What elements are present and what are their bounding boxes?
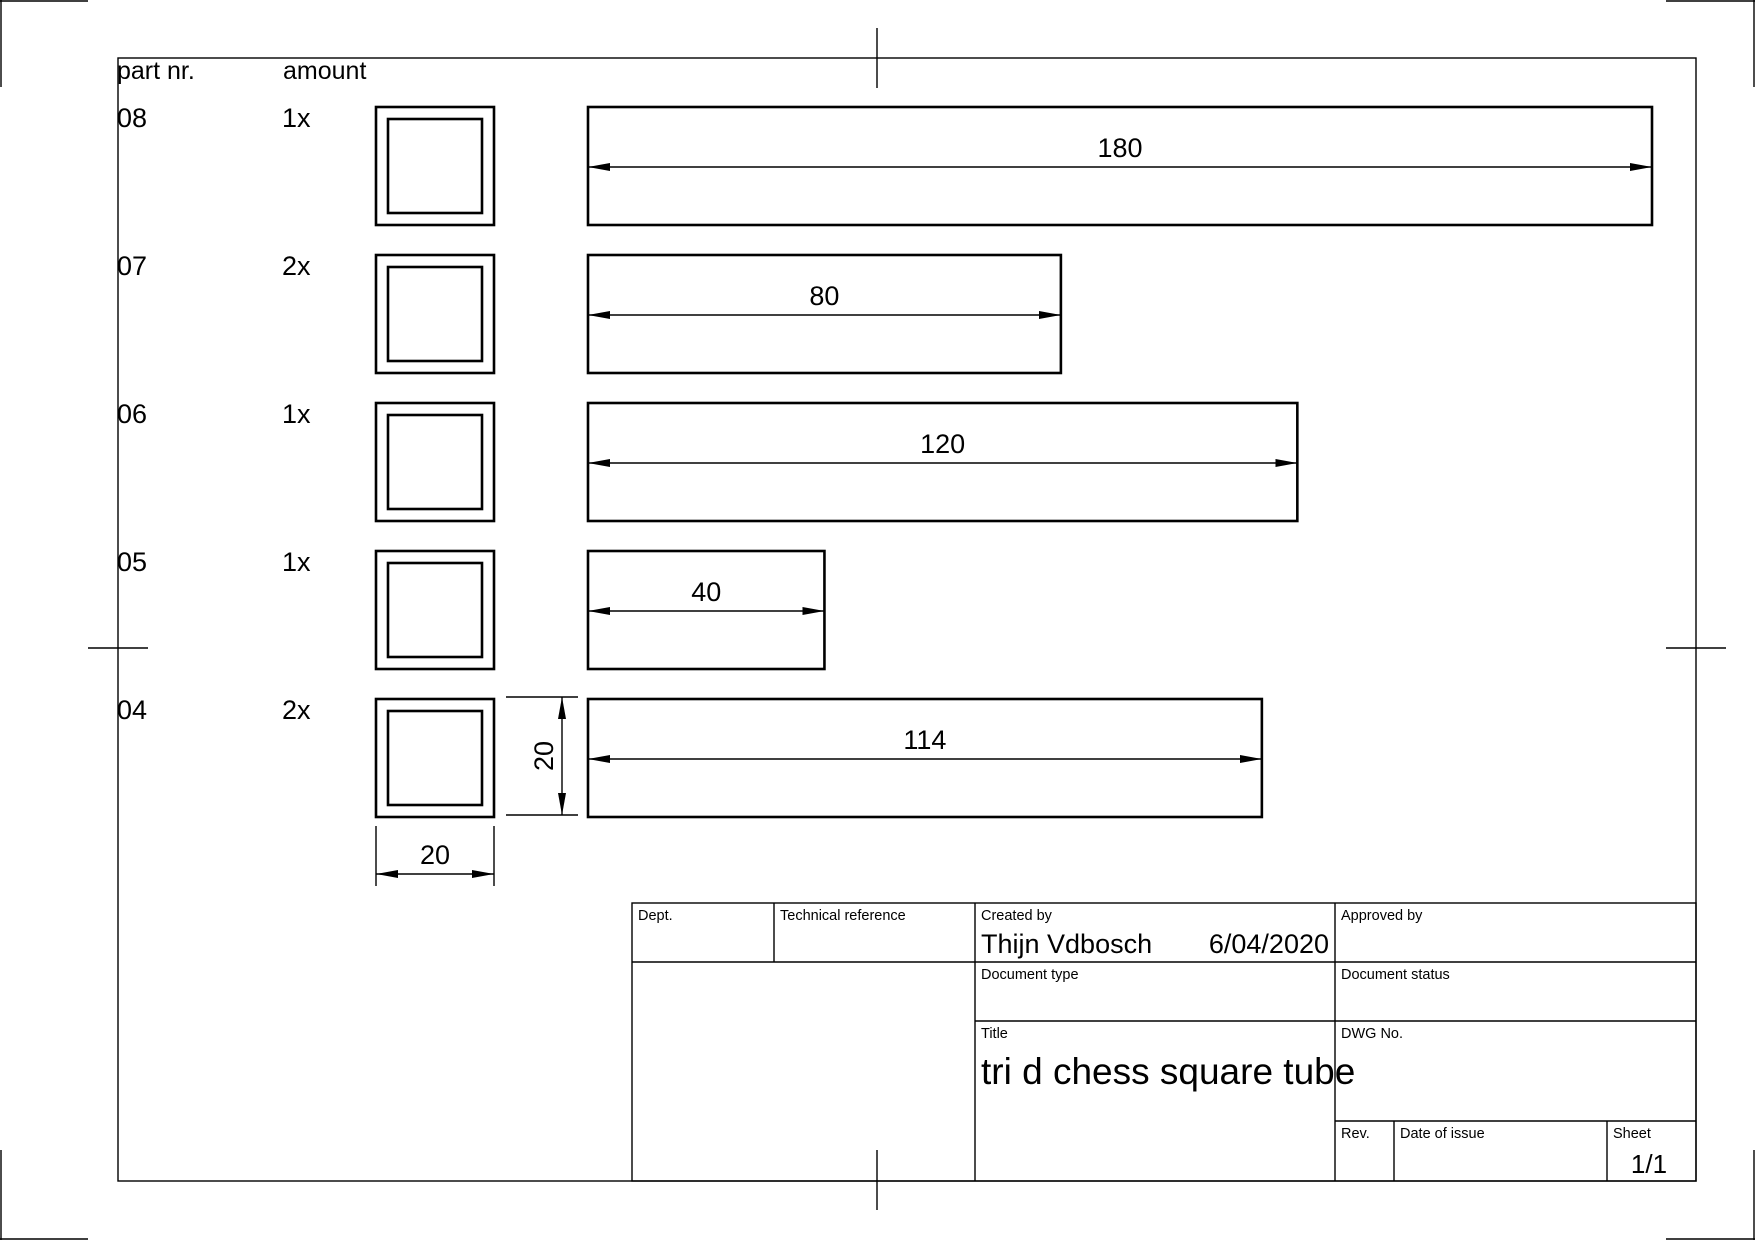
created-by-label: Created by [981,908,1053,924]
tube-profile-outer [374,401,496,523]
title-block: Dept. Technical reference Created by Thi… [631,902,1697,1182]
tube-side-view [586,697,1264,819]
tube-profile-outer [374,697,496,819]
part-row-08: 08 1x 180 [117,103,1654,227]
part-amount: 1x [282,399,311,429]
tube-profile-outer [374,253,496,375]
tube-profile-inner [386,265,484,363]
tube-profile-inner [386,117,484,215]
created-date-value: 6/04/2020 [1209,929,1329,959]
created-by-value: Thijn Vdbosch [981,929,1152,959]
amount-header: amount [283,57,366,85]
part-row-06: 06 1x 120 [117,399,1299,523]
approved-by-label: Approved by [1341,908,1423,924]
part-amount: 2x [282,695,311,725]
tube-side-view [586,401,1299,523]
tube-profile-inner [386,413,484,511]
dept-label: Dept. [638,908,673,924]
sheet-label: Sheet [1613,1126,1651,1142]
part-number: 04 [117,695,147,725]
tube-profile-inner [386,561,484,659]
cross-section-height-dimension: 20 [506,696,578,816]
parts-list: 08 1x 180 07 2x 80 06 1x 120 05 1x 40 04 2x 114 [117,103,1654,819]
dwg-no-label: DWG No. [1341,1026,1403,1042]
length-dimension-label: 180 [1097,133,1142,163]
technical-reference-label: Technical reference [780,908,906,924]
part-number: 05 [117,547,147,577]
part-number: 07 [117,251,147,281]
drawing-frame [117,57,1697,1182]
tube-side-view [586,549,826,671]
cross-section-height-label: 20 [529,741,559,771]
drawing-title: tri d chess square tube [981,1051,1355,1092]
length-dimension-label: 40 [691,577,721,607]
rev-label: Rev. [1341,1126,1370,1142]
tube-side-view [586,105,1654,227]
sheet-value: 1/1 [1631,1149,1667,1179]
part-number: 08 [117,103,147,133]
part-nr-header: part nr. [117,57,195,85]
tube-profile-outer [374,549,496,671]
part-amount: 2x [282,251,311,281]
length-dimension-label: 80 [809,281,839,311]
part-row-05: 05 1x 40 [117,547,826,671]
part-row-07: 07 2x 80 [117,251,1063,375]
length-dimension-label: 120 [920,429,965,459]
cross-section-width-label: 20 [420,840,450,870]
document-status-label: Document status [1341,967,1450,983]
part-row-04: 04 2x 114 [117,695,1264,819]
part-number: 06 [117,399,147,429]
tube-side-view [586,253,1063,375]
part-amount: 1x [282,103,311,133]
tube-profile-inner [386,709,484,807]
title-label: Title [981,1026,1008,1042]
date-of-issue-label: Date of issue [1400,1126,1485,1142]
cross-section-width-dimension: 20 [375,826,495,886]
length-dimension-label: 114 [903,725,946,755]
tube-profile-outer [374,105,496,227]
part-amount: 1x [282,547,311,577]
document-type-label: Document type [981,967,1079,983]
